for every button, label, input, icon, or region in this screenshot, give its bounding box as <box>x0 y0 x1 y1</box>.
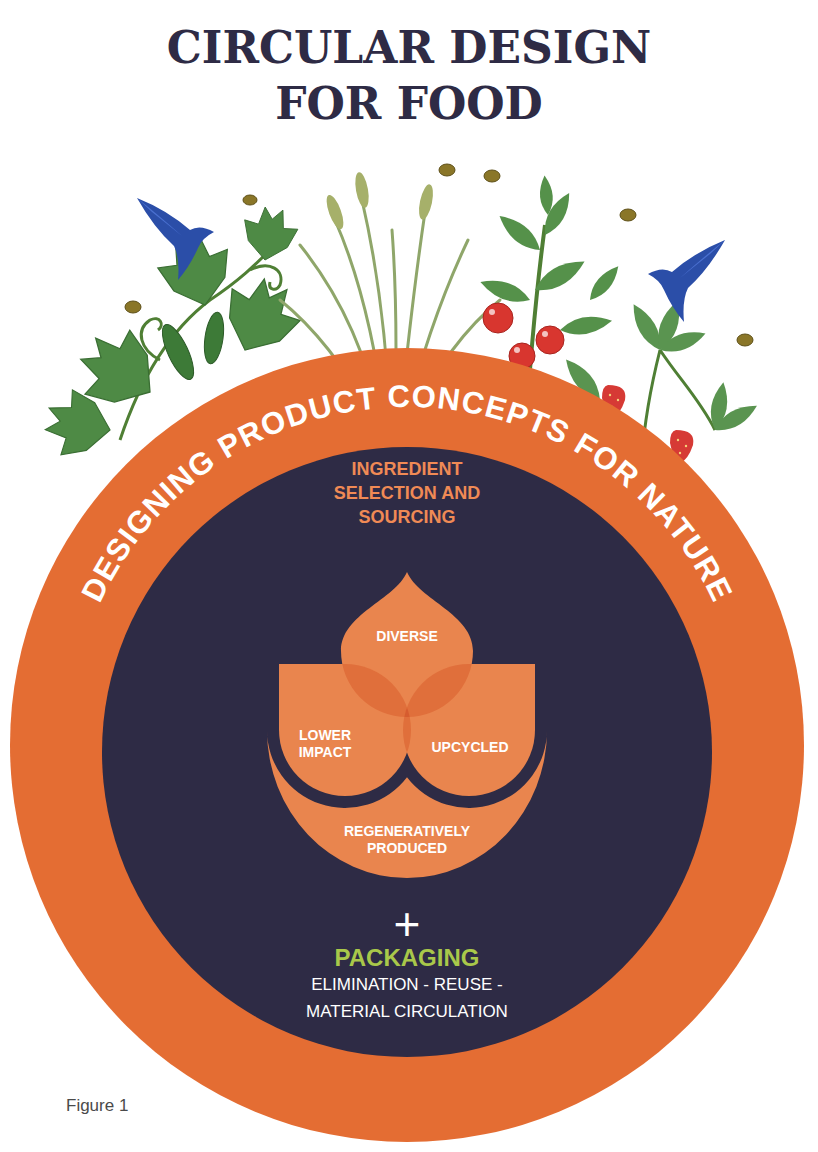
plus-sign: + <box>367 901 447 947</box>
bird-body <box>648 240 725 322</box>
leaf <box>538 175 554 216</box>
petal-label: DIVERSE <box>352 628 462 645</box>
leaf <box>657 326 708 357</box>
bird-wing <box>137 198 182 236</box>
petal-label: UPCYCLED <box>422 739 518 756</box>
petal-overlap <box>403 664 535 796</box>
petal-shape <box>403 664 535 796</box>
bird-body <box>137 198 214 280</box>
packaging-heading: PACKAGING <box>297 944 517 972</box>
strawberry-seed <box>617 399 619 401</box>
petal-shape <box>341 572 473 717</box>
figure-caption: Figure 1 <box>66 1095 128 1117</box>
swallow-bird <box>648 240 725 322</box>
tomato-highlight <box>514 347 520 353</box>
petal-shape <box>403 664 535 796</box>
seed <box>439 164 455 176</box>
petal-overlap <box>279 664 411 796</box>
wheat-head <box>353 171 371 209</box>
ring-heading: DESIGNING PRODUCT CONCEPTS FOR NATURE <box>75 379 740 607</box>
swallow-bird <box>137 198 214 280</box>
outer-ring-circle <box>10 348 804 1142</box>
seed <box>125 301 141 313</box>
petal-node: DIVERSE <box>341 572 473 717</box>
petal-shape <box>279 664 411 796</box>
bird-wing <box>680 240 725 278</box>
cucumber <box>156 321 199 384</box>
petal-overlap <box>403 664 535 796</box>
seed <box>243 195 257 205</box>
cucumbers <box>156 311 226 383</box>
petal-node: LOWER IMPACT <box>279 664 411 796</box>
wheat-head <box>323 193 347 231</box>
strawberry-seed <box>609 394 611 396</box>
section-heading: INGREDIENT SELECTION AND SOURCING <box>307 457 507 529</box>
ring-text-layer: DESIGNING PRODUCT CONCEPTS FOR NATURE <box>10 348 804 1142</box>
seed <box>620 209 636 221</box>
seeds <box>125 164 753 346</box>
leaf <box>494 210 545 257</box>
strawberry-seed <box>679 452 681 454</box>
leaf <box>211 268 310 365</box>
diagram-title: CIRCULAR DESIGN FOR FOOD <box>129 20 689 132</box>
leaf <box>530 254 589 298</box>
leaf <box>711 399 761 437</box>
petal-node: UPCYCLED <box>403 664 535 796</box>
inner-circle <box>102 447 712 1057</box>
tomato-highlight <box>489 309 495 315</box>
tomato <box>483 303 513 333</box>
petal-label: REGENERATIVELY PRODUCED <box>322 823 492 857</box>
packaging-body: ELIMINATION - REUSE - MATERIAL CIRCULATI… <box>282 971 532 1025</box>
leaf <box>585 262 624 305</box>
seed <box>737 334 753 346</box>
seed <box>484 170 500 182</box>
cucumber <box>201 311 226 365</box>
strawberry-seed <box>677 439 679 441</box>
leaf <box>41 386 115 462</box>
leaf <box>559 313 614 339</box>
leaf <box>238 204 300 265</box>
strawberry-seed <box>685 445 687 447</box>
tomato <box>536 326 564 354</box>
wheat-head <box>416 183 435 221</box>
petal-overlap-center <box>403 664 535 796</box>
tomato-highlight <box>542 331 548 337</box>
outer-ring-node: DIVERSE LOWER IMPACT UPCYCLED REGENERATIVEL… <box>10 348 804 1142</box>
leaf <box>478 274 533 308</box>
wheat-heads <box>323 171 435 231</box>
petal-label: LOWER IMPACT <box>289 727 361 761</box>
